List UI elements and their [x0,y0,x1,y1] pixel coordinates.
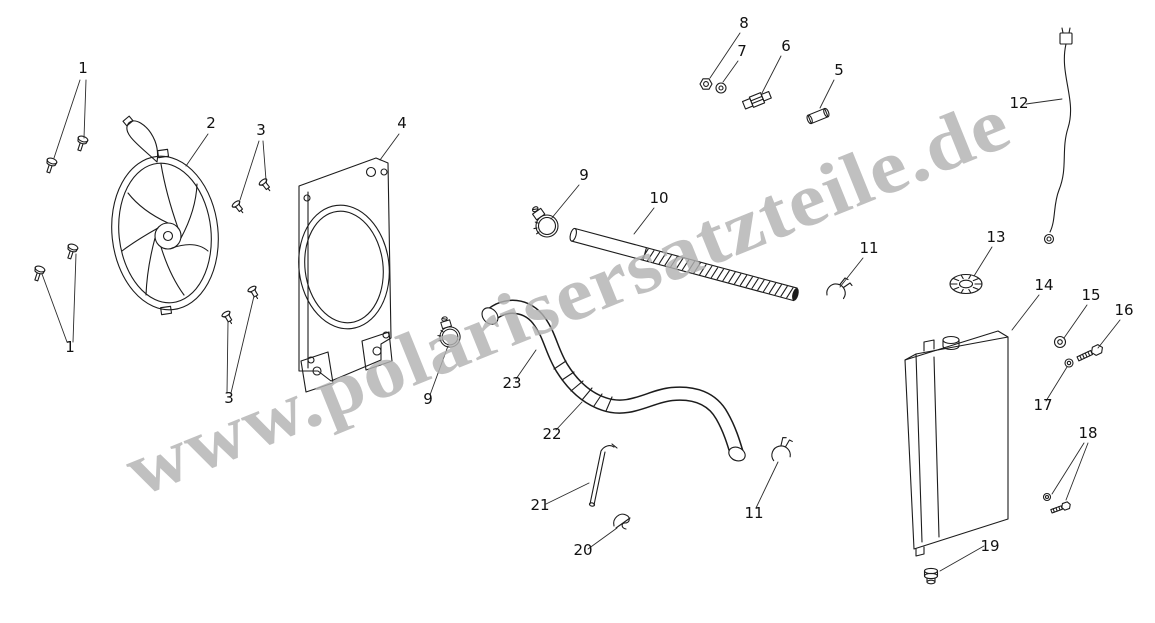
screw-part18 [1042,492,1071,514]
callout-1-upper: 1 [78,59,88,77]
threaded-tube-part10 [569,227,799,302]
watermark-text: www.polarisersatzteile.de [114,81,1022,513]
callout-2: 2 [206,114,216,132]
coolant-hose-part22-23 [481,299,746,462]
hose-clamp-part9-upper [531,206,559,238]
fan-shroud-part4 [298,157,393,393]
cooling-fan-part2 [111,115,219,316]
radiator-cap-part13 [949,273,983,295]
washer-part15 [1053,335,1067,349]
leader-lines [41,32,1121,572]
callout-12: 12 [1009,94,1028,112]
wire-clip-part20 [613,513,631,530]
callout-15: 15 [1081,286,1100,304]
callout-17: 17 [1033,396,1052,414]
spring-clamp-part11-upper [826,277,853,300]
fitting-part6 [741,90,772,110]
callout-3-lower: 3 [224,389,234,407]
callout-16: 16 [1114,301,1133,319]
spring-clamp-part11-lower [771,437,793,462]
hose-clamp-part9-lower [437,316,461,348]
diagram-artwork [34,27,1121,585]
callout-23: 23 [502,374,521,392]
vent-tube-part21 [588,443,618,507]
callout-21: 21 [530,496,549,514]
spacer-part5 [806,107,830,125]
nut-part8 [699,78,713,90]
callout-9-lower: 9 [423,390,433,408]
bolt-part16 [1076,344,1103,362]
radiator-part14 [904,330,1009,557]
callout-11-upper: 11 [859,239,878,257]
callout-20: 20 [573,541,592,559]
callout-9-upper: 9 [579,166,589,184]
callout-11-lower: 11 [744,504,763,522]
callout-1-lower: 1 [65,338,75,356]
mounting-screws-part1 [34,135,89,282]
callout-10: 10 [649,189,668,207]
callout-4: 4 [397,114,407,132]
grommet-part19 [923,567,939,585]
callout-5: 5 [834,61,844,79]
lock-washer-part17 [1064,358,1074,368]
callout-18: 18 [1078,424,1097,442]
callout-19: 19 [980,537,999,555]
push-clips-part3 [221,178,271,325]
callout-labels: 1 2 3 4 5 6 7 8 9 10 11 12 13 14 15 16 1… [65,14,1133,559]
callout-7: 7 [737,42,747,60]
callout-8: 8 [739,14,749,32]
callout-22: 22 [542,425,561,443]
callout-14: 14 [1034,276,1053,294]
callout-6: 6 [781,37,791,55]
sensor-wire-part12 [1043,27,1073,245]
callout-3-upper: 3 [256,121,266,139]
callout-13: 13 [986,228,1005,246]
washer-part7 [715,82,727,94]
